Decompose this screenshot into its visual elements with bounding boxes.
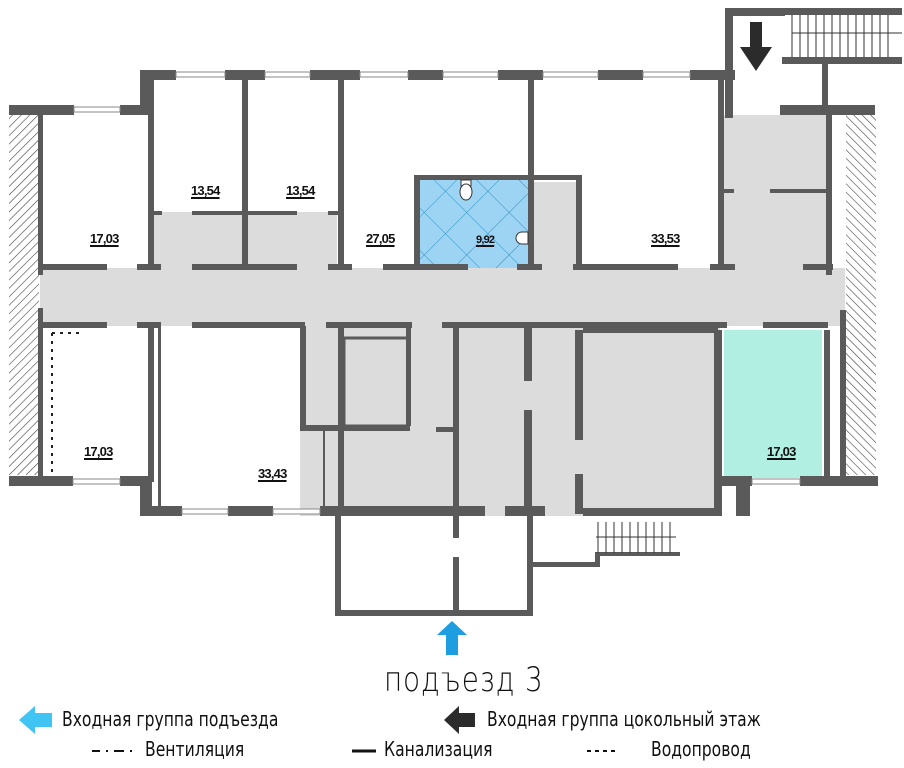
room-area-label: 13,54 xyxy=(286,183,315,198)
walls xyxy=(9,8,902,616)
bathroom-floor xyxy=(420,180,530,268)
legend-ventilation-label: Вентиляция xyxy=(145,737,245,761)
basement-entrance-arrow-icon xyxy=(740,22,772,71)
stairs-top xyxy=(791,15,902,57)
legend-entrance-arrow-icon xyxy=(19,706,52,734)
room-area-label: 9,92 xyxy=(476,234,495,246)
room-area-label: 17,03 xyxy=(90,231,119,246)
entrance-title: подъезд 3 xyxy=(384,660,544,700)
hatched-wall-right xyxy=(846,115,876,475)
water-supply-line xyxy=(51,332,80,472)
legend-sewerage-label: Канализация xyxy=(384,737,493,761)
legend-entrance-label: Входная группа подъезда xyxy=(62,707,279,731)
windows xyxy=(72,71,801,515)
room-area-label: 17,03 xyxy=(767,444,796,459)
legend-water-supply-label: Водопровод xyxy=(651,737,751,761)
room-area-label: 27,05 xyxy=(366,231,395,246)
room-area-label: 33,43 xyxy=(258,466,287,481)
room-area-label: 33,53 xyxy=(651,231,680,246)
toilet-icon xyxy=(459,179,473,201)
stairs-bottom xyxy=(596,522,676,553)
room-area-label: 13,54 xyxy=(191,183,220,198)
legend-basement-entrance-label: Входная группа цокольный этаж xyxy=(487,707,761,731)
corridor-areas xyxy=(40,115,845,516)
sink-icon xyxy=(515,231,529,245)
legend-basement-arrow-icon xyxy=(444,706,475,734)
highlight-room-floor xyxy=(724,330,822,478)
entrance-arrow-icon xyxy=(437,621,467,655)
hatched-wall-left xyxy=(9,115,39,475)
room-area-label: 17,03 xyxy=(84,444,113,459)
